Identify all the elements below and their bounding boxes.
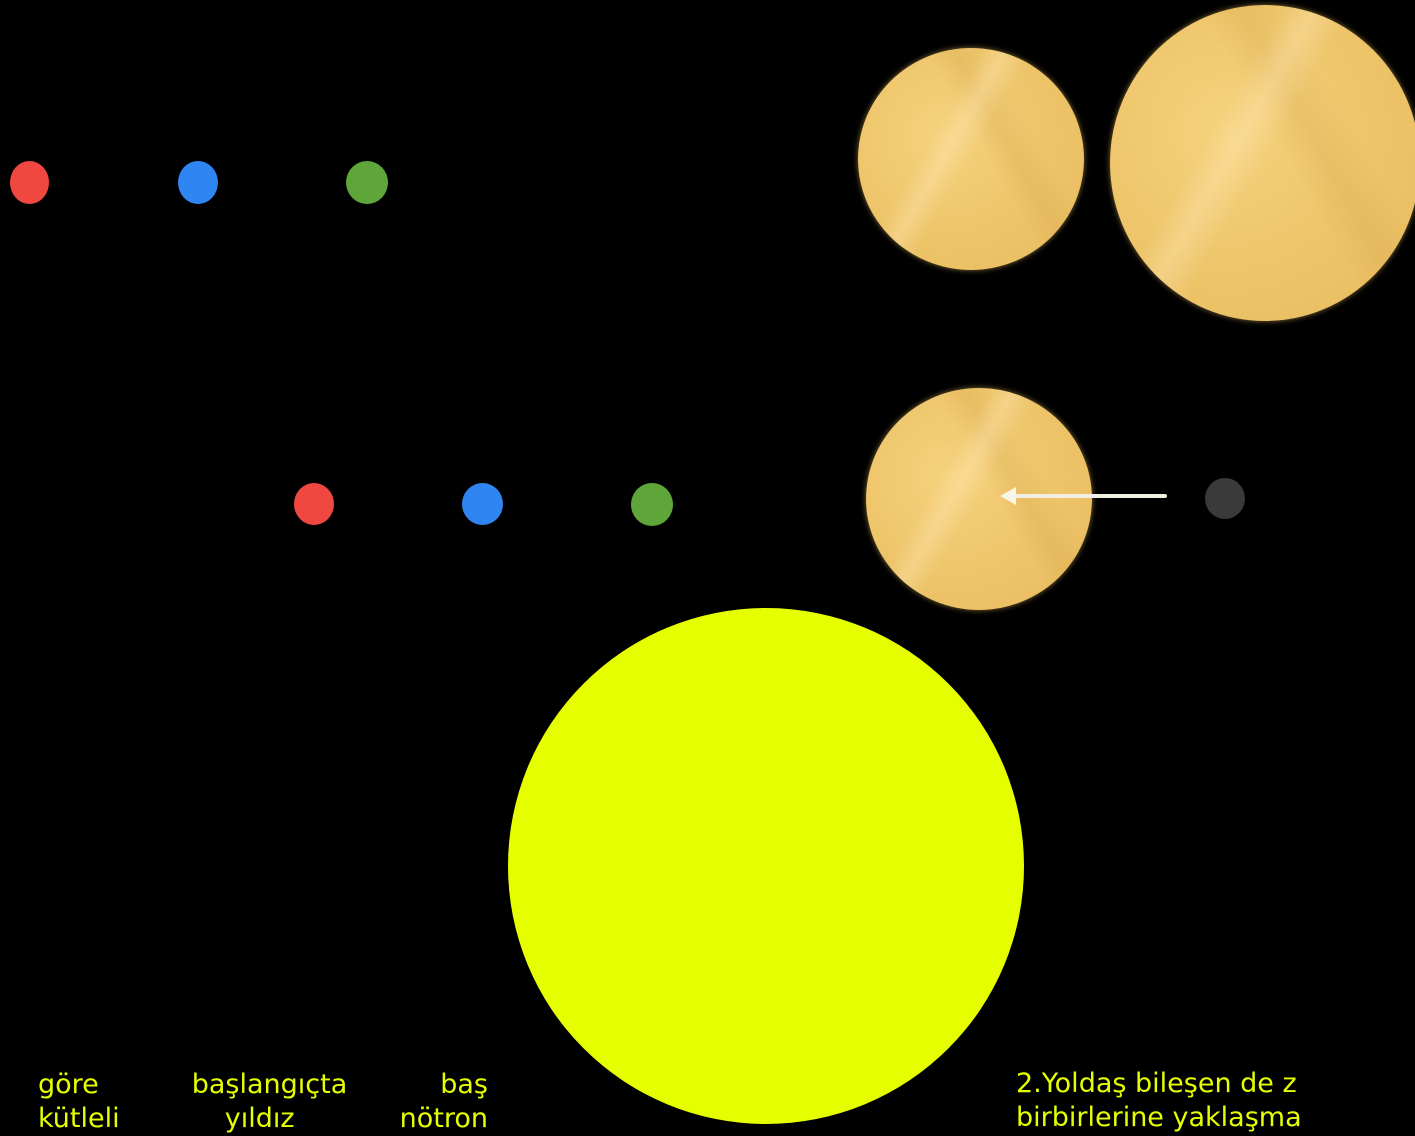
- star-icon: [858, 48, 1084, 270]
- caption-left-line-1: göre başlangıçta baş: [38, 1069, 488, 1100]
- arrow-head-icon: [1000, 487, 1016, 505]
- red-particle-icon: [294, 483, 334, 525]
- compact-object-icon: [1205, 478, 1245, 519]
- caption-left: göre başlangıçta baş kütleli yıldız nötr…: [38, 1068, 488, 1136]
- caption-right-line-2: birbirlerine yaklaşma: [1016, 1102, 1302, 1133]
- blue-particle-icon: [178, 161, 218, 204]
- star-icon: [866, 388, 1092, 610]
- blue-particle-icon: [462, 483, 503, 525]
- green-particle-icon: [631, 483, 673, 526]
- left-arrow-icon: [1014, 494, 1167, 498]
- highlight-disc: [508, 608, 1024, 1124]
- green-particle-icon: [346, 161, 388, 204]
- star-icon: [1110, 5, 1415, 321]
- caption-right: 2.Yoldaş bileşen de z birbirlerine yakla…: [1016, 1067, 1302, 1135]
- caption-left-line-2: kütleli yıldız nötron: [38, 1103, 488, 1134]
- red-particle-icon: [10, 161, 49, 204]
- caption-right-line-1: 2.Yoldaş bileşen de z: [1016, 1068, 1297, 1099]
